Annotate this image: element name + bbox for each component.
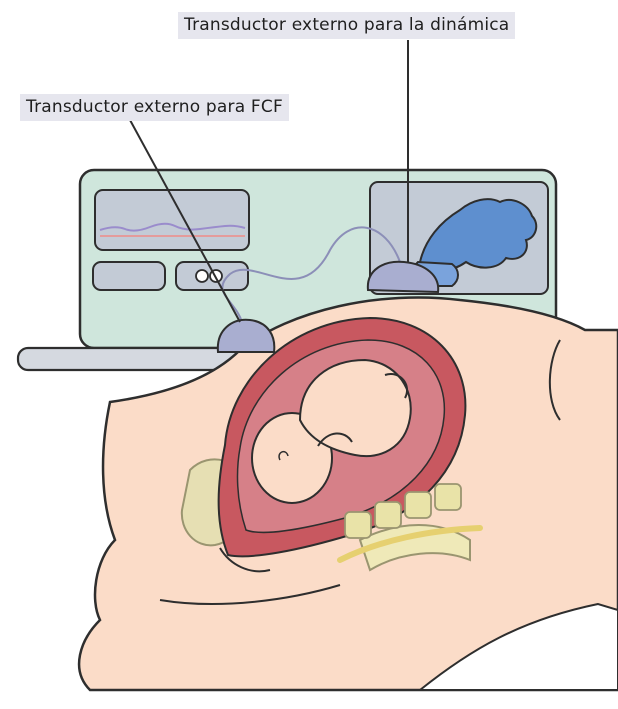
fetus: [251, 358, 412, 504]
fetus-ear: [278, 450, 289, 461]
uterus: [217, 316, 467, 573]
fcf-transducer: [216, 318, 276, 353]
vertebra-3: [404, 491, 432, 519]
fetus-body: [298, 358, 412, 457]
monitor-shelf: [16, 346, 240, 372]
fetus-leg: [384, 373, 408, 399]
maternal-spine: [337, 483, 483, 563]
spinal-cord: [337, 525, 483, 563]
vertebra-2: [374, 501, 402, 529]
fetus-arm: [317, 432, 353, 447]
fetal-monitor: [16, 168, 558, 372]
back-curve: [548, 339, 561, 421]
sheet: [417, 602, 618, 691]
fhr-trace: [99, 222, 246, 232]
dynamics-transducer: [366, 260, 440, 294]
thigh-line: [159, 584, 341, 606]
label-dynamics-transducer: Transductor externo para la dinámica: [178, 12, 516, 39]
cervix: [219, 547, 271, 573]
glove-hand: [418, 198, 538, 272]
vertebra-1: [344, 511, 372, 539]
knob-1: [195, 269, 209, 283]
transducers: [216, 260, 440, 353]
label-fhr-transducer: Transductor externo para FCF: [20, 94, 289, 121]
vertebra-4: [434, 483, 462, 511]
leader-line-fcf: [129, 119, 241, 323]
monitor-button-left: [92, 261, 166, 291]
